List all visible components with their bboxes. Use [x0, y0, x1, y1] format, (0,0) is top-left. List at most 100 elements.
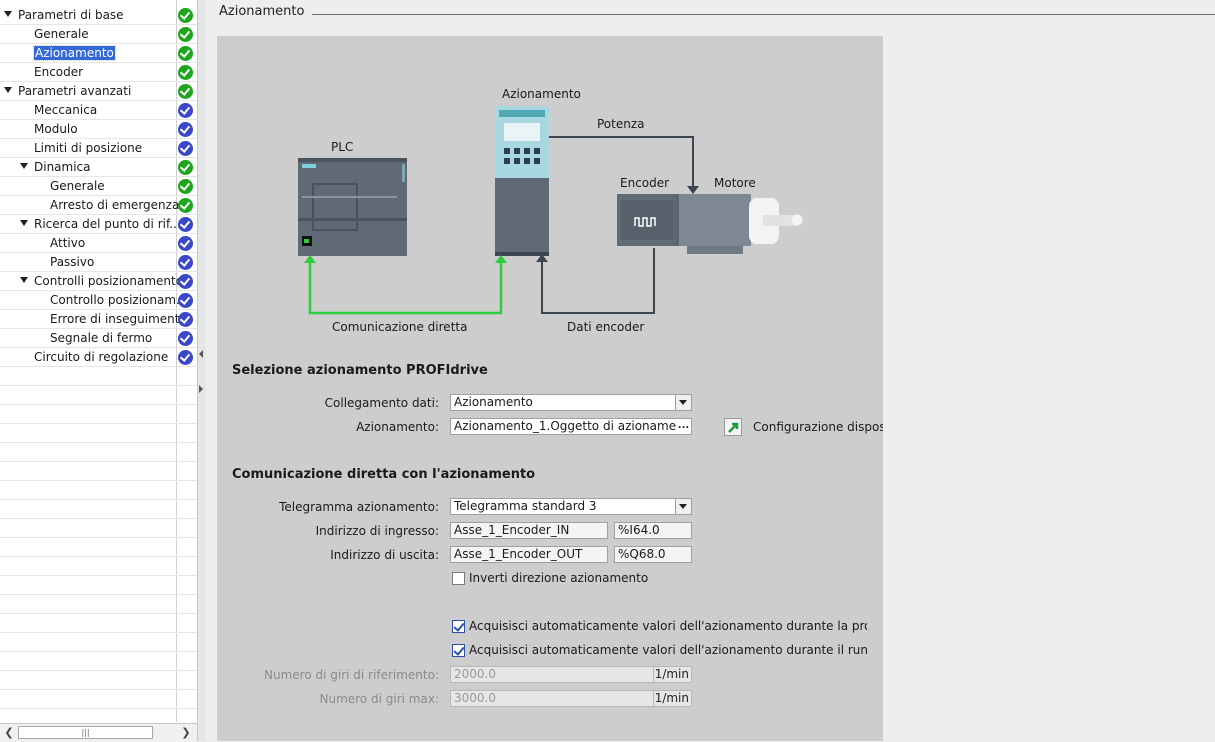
output-tag-field[interactable]: Asse_1_Encoder_OUT [450, 546, 608, 563]
tree-item[interactable]: Modulo [0, 120, 197, 139]
empty-row [0, 595, 197, 614]
auto-acquire-runtime-label: Acquisisci automaticamente valori dell'a… [469, 643, 867, 657]
status-check-icon [178, 160, 193, 175]
browse-button[interactable]: ... [676, 419, 691, 434]
tree-item[interactable]: Attivo [0, 234, 197, 253]
input-address-label: Indirizzo di ingresso: [315, 524, 439, 538]
scroll-left-icon[interactable]: ❮ [4, 726, 14, 739]
expand-toggle-icon[interactable] [4, 11, 12, 17]
device-config-link[interactable]: Configurazione dispos [753, 420, 883, 434]
tree-item[interactable]: Meccanica [0, 101, 197, 120]
drive-value: Azionamento_1.Oggetto di azionamento [454, 419, 692, 433]
encoder-data-label: Dati encoder [567, 320, 645, 334]
drive-topology-diagram [298, 106, 803, 315]
horizontal-scrollbar[interactable]: ❮ ||| ❯ [0, 723, 197, 742]
expand-toggle-icon[interactable] [20, 163, 28, 169]
empty-row [0, 671, 197, 690]
telegram-dropdown[interactable]: Telegramma standard 3 [450, 498, 692, 515]
status-check-icon [178, 293, 193, 308]
scroll-right-icon[interactable]: ❯ [181, 726, 191, 739]
status-check-icon [178, 255, 193, 270]
tree-item-label: Attivo [50, 236, 86, 250]
tree-item[interactable]: Controlli posizionamento [0, 272, 197, 291]
empty-row [0, 405, 197, 424]
scrollbar-thumb[interactable]: ||| [18, 726, 153, 739]
section-title: Azionamento [219, 4, 305, 19]
expand-toggle-icon[interactable] [20, 220, 28, 226]
drive-diagram-label: Azionamento [502, 87, 581, 101]
tree-item[interactable]: Azionamento [0, 44, 197, 63]
ref-speed-unit: 1/min [654, 667, 689, 681]
tree-item-label: Parametri avanzati [18, 84, 132, 98]
tree-item-label: Generale [34, 27, 89, 41]
telegram-label: Telegramma azionamento: [279, 500, 439, 514]
status-check-icon [178, 8, 193, 23]
tree-item[interactable]: Arresto di emergenza [0, 196, 197, 215]
tree-item-label: Segnale di fermo [50, 331, 153, 345]
expand-toggle-icon[interactable] [4, 87, 12, 93]
empty-row [0, 443, 197, 462]
drive-label: Azionamento: [356, 420, 439, 434]
tree-item[interactable]: Parametri avanzati [0, 82, 197, 101]
empty-row [0, 462, 197, 481]
drive-device [495, 106, 549, 256]
status-check-icon [178, 27, 193, 42]
input-address-field[interactable]: %I64.0 [614, 522, 692, 539]
invert-direction-checkbox[interactable] [452, 572, 465, 585]
panel-splitter[interactable] [197, 0, 206, 741]
tree-item[interactable]: Parametri di base [0, 6, 197, 25]
auto-acquire-runtime-checkbox[interactable] [452, 644, 465, 657]
data-link-value: Azionamento [454, 395, 533, 409]
tree-item-label: Encoder [34, 65, 84, 79]
ref-speed-value: 2000.0 [454, 667, 496, 681]
expand-right-icon[interactable] [199, 385, 203, 393]
tree-item[interactable]: Ricerca del punto di rif... [0, 215, 197, 234]
output-address-field[interactable]: %Q68.0 [614, 546, 692, 563]
goto-config-icon[interactable] [724, 418, 742, 436]
tree-item-label: Circuito di regolazione [34, 350, 169, 364]
tree-item[interactable]: Errore di inseguimento [0, 310, 197, 329]
output-address-label: Indirizzo di uscita: [330, 548, 439, 562]
section-divider [312, 14, 1215, 15]
status-check-icon [178, 65, 193, 80]
tree-item[interactable]: Segnale di fermo [0, 329, 197, 348]
tree-item-label: Dinamica [34, 160, 91, 174]
drive-field[interactable]: Azionamento_1.Oggetto di azionamento ... [450, 418, 692, 435]
tree-item[interactable]: Generale [0, 177, 197, 196]
auto-acquire-design-checkbox[interactable] [452, 620, 465, 633]
tree-item-label: Azionamento [33, 45, 116, 61]
status-column-divider [176, 0, 177, 722]
auto-acquire-design-label: Acquisisci automaticamente valori dell'a… [469, 619, 867, 633]
empty-row [0, 424, 197, 443]
direct-comm-heading: Comunicazione diretta con l'azionamento [232, 467, 536, 482]
empty-row [0, 367, 197, 386]
tree-item[interactable]: Limiti di posizione [0, 139, 197, 158]
empty-row [0, 690, 197, 709]
input-tag-field[interactable]: Asse_1_Encoder_IN [450, 522, 608, 539]
tree-item[interactable]: Generale [0, 25, 197, 44]
data-link-dropdown[interactable]: Azionamento [450, 394, 692, 411]
tree-item-label: Parametri di base [18, 8, 124, 22]
encoder-data-line [541, 248, 655, 314]
empty-row [0, 481, 197, 500]
tree-item-label: Controllo posizionam... [50, 293, 188, 307]
data-link-label: Collegamento dati: [324, 396, 439, 410]
empty-row [0, 576, 197, 595]
status-check-icon [178, 122, 193, 137]
ref-speed-label: Numero di giri di riferimento: [264, 668, 439, 682]
tree-item[interactable]: Passivo [0, 253, 197, 272]
power-label: Potenza [597, 117, 645, 131]
plc-label: PLC [331, 140, 354, 154]
telegram-value: Telegramma standard 3 [454, 499, 597, 513]
tree-item[interactable]: Controllo posizionam... [0, 291, 197, 310]
expand-toggle-icon[interactable] [20, 277, 28, 283]
chevron-down-icon[interactable] [675, 499, 691, 514]
direct-communication-label: Comunicazione diretta [332, 320, 468, 334]
tree-item[interactable]: Dinamica [0, 158, 197, 177]
status-check-icon [178, 350, 193, 365]
collapse-left-icon[interactable] [199, 350, 203, 358]
tree-item[interactable]: Circuito di regolazione [0, 348, 197, 367]
tree-item[interactable]: Encoder [0, 63, 197, 82]
chevron-down-icon[interactable] [675, 395, 691, 410]
